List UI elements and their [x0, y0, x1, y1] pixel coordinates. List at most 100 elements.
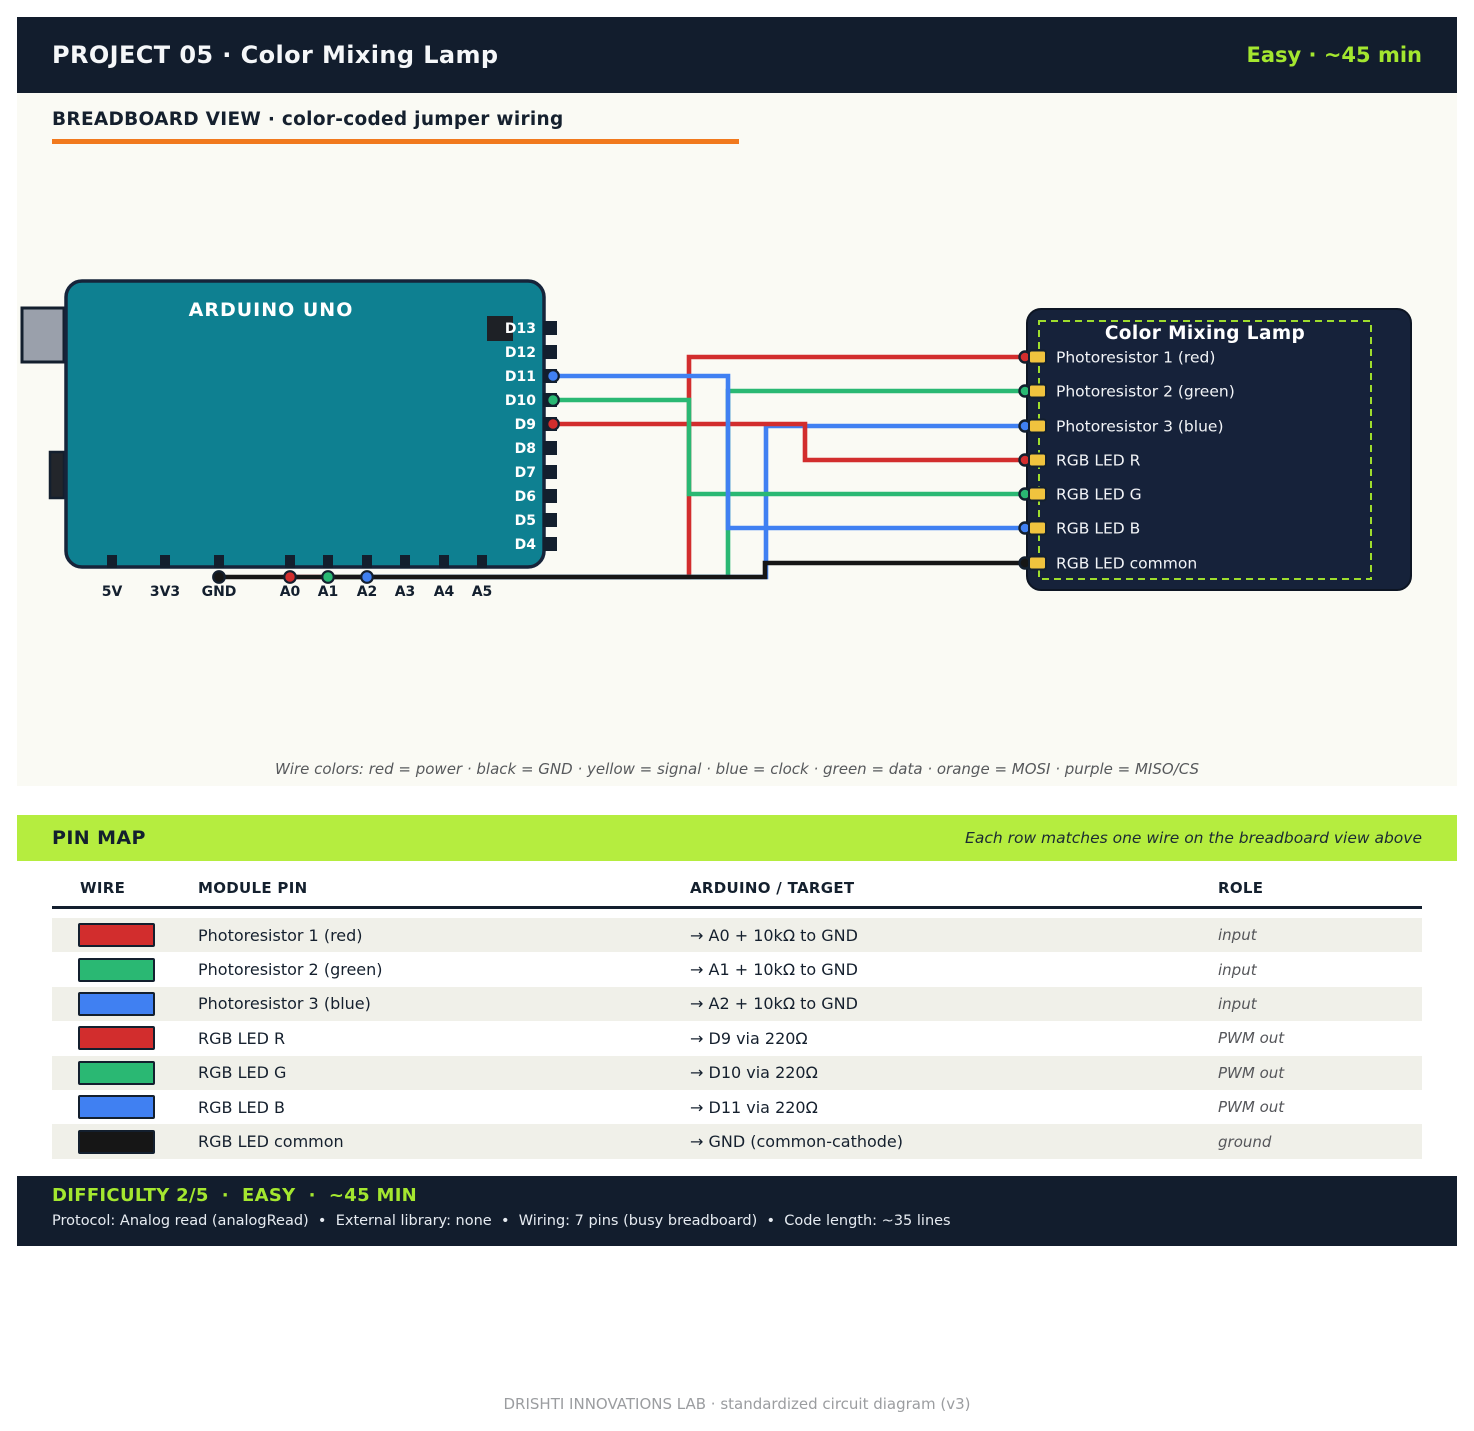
module-pin-tab	[1028, 349, 1047, 365]
table-divider	[52, 906, 1422, 909]
diagram-label: GND	[202, 584, 237, 600]
cell-module-pin: RGB LED R	[198, 1028, 286, 1048]
wire-photoresistor-3-blue	[367, 423, 1027, 580]
pin-stub-d6	[543, 489, 557, 503]
wire-color-swatch	[78, 1060, 155, 1085]
wire-color-swatch	[78, 1095, 155, 1120]
cell-role: PWM out	[1218, 1063, 1285, 1082]
table-row: RGB LED common → GND (common-cathode) gr…	[52, 1124, 1422, 1159]
diagram-label: D10	[505, 393, 536, 409]
module-pin-dot-blue	[1018, 521, 1032, 535]
wire-color-swatch	[78, 1129, 155, 1154]
module-pin-tab	[1028, 486, 1047, 502]
table-row: RGB LED B → D11 via 220Ω PWM out	[52, 1090, 1422, 1124]
module-pin-tab	[1028, 418, 1047, 434]
pin-stub-5v	[107, 555, 117, 568]
table-row: RGB LED R → D9 via 220Ω PWM out	[52, 1021, 1422, 1055]
module-pin-dot-green	[1018, 487, 1032, 501]
pin-stub-d5	[543, 513, 557, 527]
diagram-label: D4	[515, 537, 537, 553]
pin-stub-a4	[439, 555, 449, 568]
board-pin-dot-blue	[546, 369, 560, 383]
module-pin-tab	[1028, 520, 1047, 536]
diagram-label: ARDUINO UNO	[189, 299, 354, 321]
cell-target: → A2 + 10kΩ to GND	[690, 994, 858, 1014]
cell-module-pin: RGB LED B	[198, 1097, 285, 1117]
module-pin-dot-red	[1018, 350, 1032, 364]
diagram-label: Color Mixing Lamp	[1105, 323, 1305, 344]
pin-stub-d7	[543, 465, 557, 479]
cell-module-pin: Photoresistor 1 (red)	[198, 925, 363, 945]
pin-map-table: WIRE MODULE PIN ARDUINO / TARGET ROLE Ph…	[52, 870, 1422, 1159]
cell-module-pin: RGB LED common	[198, 1132, 344, 1152]
diagram-label: RGB LED common	[1056, 555, 1197, 573]
diagram-label: A4	[434, 584, 455, 600]
diagram-label: Photoresistor 1 (red)	[1056, 349, 1215, 367]
pin-stub-a0	[285, 555, 295, 568]
diagram-label: RGB LED G	[1056, 486, 1142, 504]
column-header-module: MODULE PIN	[198, 879, 308, 897]
pin-stub-d9	[543, 417, 557, 431]
module-pin-dot-red	[1018, 453, 1032, 467]
pin-map-table-header: WIRE MODULE PIN ARDUINO / TARGET ROLE	[52, 870, 1422, 906]
module-pin-tab	[1028, 555, 1047, 571]
cell-role: input	[1218, 926, 1257, 945]
module-pin-dot-green	[1018, 384, 1032, 398]
cell-target: → D9 via 220Ω	[690, 1028, 808, 1048]
pin-map-title: PIN MAP	[52, 827, 146, 849]
footer-bar: DIFFICULTY 2/5 · EASY · ~45 MIN Protocol…	[17, 1176, 1457, 1246]
wire-rgb-led-b	[550, 373, 1027, 531]
module-pin-tab	[1028, 383, 1047, 399]
section-underline	[52, 139, 739, 144]
diagram-label: D5	[515, 513, 536, 529]
module-dashed-border	[1038, 320, 1372, 580]
pin-stub-d11	[543, 369, 557, 383]
pin-stub-d10	[543, 393, 557, 407]
diagram-label: D9	[515, 417, 536, 433]
wire-color-swatch	[78, 957, 155, 982]
module-box	[1026, 308, 1412, 591]
pin-stub-a5	[477, 555, 487, 568]
d13-chip	[487, 316, 513, 341]
power-jack	[48, 450, 66, 500]
footer-details: Protocol: Analog read (analogRead) • Ext…	[52, 1213, 951, 1229]
pin-stub-a3	[400, 555, 410, 568]
table-row: Photoresistor 3 (blue) → A2 + 10kΩ to GN…	[52, 986, 1422, 1022]
wire-color-swatch	[78, 1026, 155, 1051]
board-pin-dot-black	[212, 570, 226, 584]
diagram-label: A2	[357, 584, 378, 600]
diagram-label: D6	[515, 489, 536, 505]
usb-connector	[20, 306, 66, 364]
arduino-board	[64, 279, 546, 569]
page-footer: DRISHTI INNOVATIONS LAB · standardized c…	[503, 1395, 971, 1413]
cell-role: PWM out	[1218, 1029, 1285, 1048]
column-header-role: ROLE	[1218, 879, 1264, 897]
diagram-label: Photoresistor 2 (green)	[1056, 383, 1235, 401]
diagram-label: 5V	[102, 584, 123, 600]
pin-stub-3v3	[160, 555, 170, 568]
module-pin-dot-black	[1018, 556, 1032, 570]
cell-role: input	[1218, 960, 1257, 979]
wire-photoresistor-2-green	[328, 388, 1027, 580]
diagram-label: A3	[395, 584, 416, 600]
pin-map-bar: PIN MAP Each row matches one wire on the…	[17, 815, 1457, 861]
section-title: BREADBOARD VIEW · color-coded jumper wir…	[52, 109, 564, 130]
module-pin-tab	[1028, 452, 1047, 468]
cell-target: → A0 + 10kΩ to GND	[690, 925, 858, 945]
cell-role: ground	[1218, 1132, 1272, 1151]
diagram-label: A1	[318, 584, 339, 600]
board-pin-dot-green	[546, 393, 560, 407]
wire-rgb-led-g	[550, 397, 1027, 497]
diagram-label: RGB LED B	[1056, 520, 1140, 538]
wire-photoresistor-1-red	[290, 354, 1027, 580]
diagram-label: D8	[515, 441, 536, 457]
board-pin-dot-blue	[360, 570, 374, 584]
pin-stub-a2	[362, 555, 372, 568]
pin-stub-d13	[543, 321, 557, 335]
footer-difficulty: DIFFICULTY 2/5 · EASY · ~45 MIN	[52, 1185, 418, 1206]
diagram-label: RGB LED R	[1056, 452, 1141, 470]
board-pin-dot-red	[283, 570, 297, 584]
cell-target: → D11 via 220Ω	[690, 1097, 818, 1117]
